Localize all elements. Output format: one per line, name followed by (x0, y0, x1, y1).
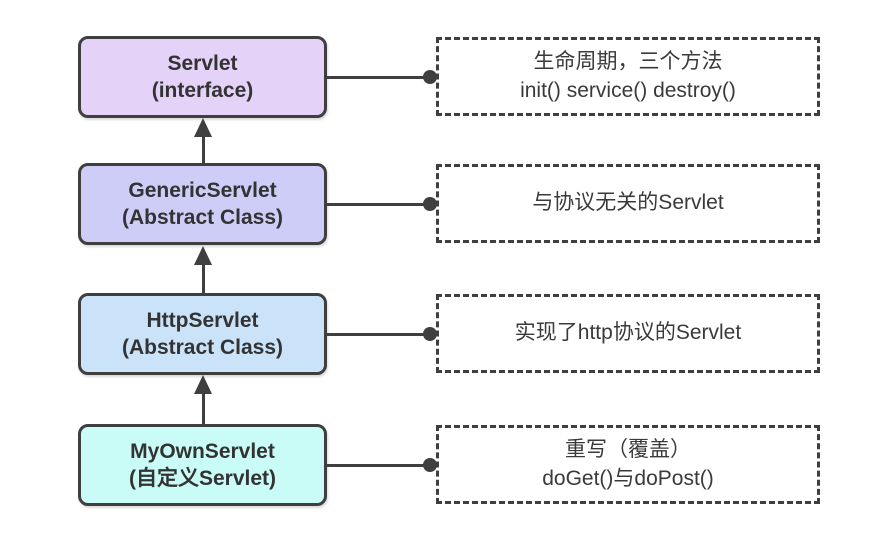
connector-line (327, 203, 429, 206)
diagram-row-servlet: Servlet (interface) 生命周期，三个方法 init() ser… (0, 36, 887, 118)
arrow-head-icon (194, 246, 212, 265)
note-text: 与协议无关的Servlet (532, 191, 724, 215)
class-kind: (Abstract Class) (121, 206, 284, 229)
arrow-head-icon (194, 118, 212, 137)
note-text: 实现了http协议的Servlet (514, 321, 742, 345)
class-node-servlet: Servlet (interface) (78, 36, 327, 118)
note-text: 重写（覆盖） (565, 438, 691, 462)
class-node-httpservlet: HttpServlet (Abstract Class) (78, 293, 327, 375)
connector-dot-icon (423, 458, 437, 472)
connector-line (327, 464, 429, 467)
note-text: 生命周期，三个方法 (533, 50, 723, 74)
arrow-head-icon (194, 375, 212, 394)
note-box-servlet: 生命周期，三个方法 init() service() destroy() (436, 37, 820, 116)
arrow-stem (201, 394, 205, 424)
diagram-row-genericservlet: GenericServlet (Abstract Class) 与协议无关的Se… (0, 163, 887, 245)
class-name: MyOwnServlet (130, 439, 275, 463)
note-box-httpservlet: 实现了http协议的Servlet (436, 294, 820, 373)
note-box-genericservlet: 与协议无关的Servlet (436, 164, 820, 243)
class-name: Servlet (167, 51, 238, 75)
connector-dot-icon (423, 327, 437, 341)
inheritance-arrow-up-icon (193, 375, 213, 424)
inheritance-arrow-up-icon (193, 118, 213, 163)
class-kind: (自定义Servlet) (128, 467, 277, 490)
diagram-row-myownservlet: MyOwnServlet (自定义Servlet) 重写（覆盖） doGet()… (0, 424, 887, 506)
class-kind: (Abstract Class) (121, 336, 284, 359)
connector-line (327, 76, 429, 79)
class-node-genericservlet: GenericServlet (Abstract Class) (78, 163, 327, 245)
note-box-myownservlet: 重写（覆盖） doGet()与doPost() (436, 425, 820, 504)
note-text: init() service() destroy() (520, 78, 736, 102)
diagram-row-httpservlet: HttpServlet (Abstract Class) 实现了http协议的S… (0, 293, 887, 375)
note-text: doGet()与doPost() (542, 466, 714, 490)
connector-line (327, 333, 429, 336)
class-name: GenericServlet (128, 178, 277, 202)
connector-dot-icon (423, 197, 437, 211)
arrow-stem (201, 265, 205, 293)
connector-dot-icon (423, 70, 437, 84)
class-name: HttpServlet (146, 308, 259, 332)
inheritance-arrow-up-icon (193, 246, 213, 293)
class-kind: (interface) (151, 79, 254, 102)
class-node-myownservlet: MyOwnServlet (自定义Servlet) (78, 424, 327, 506)
arrow-stem (201, 137, 205, 163)
